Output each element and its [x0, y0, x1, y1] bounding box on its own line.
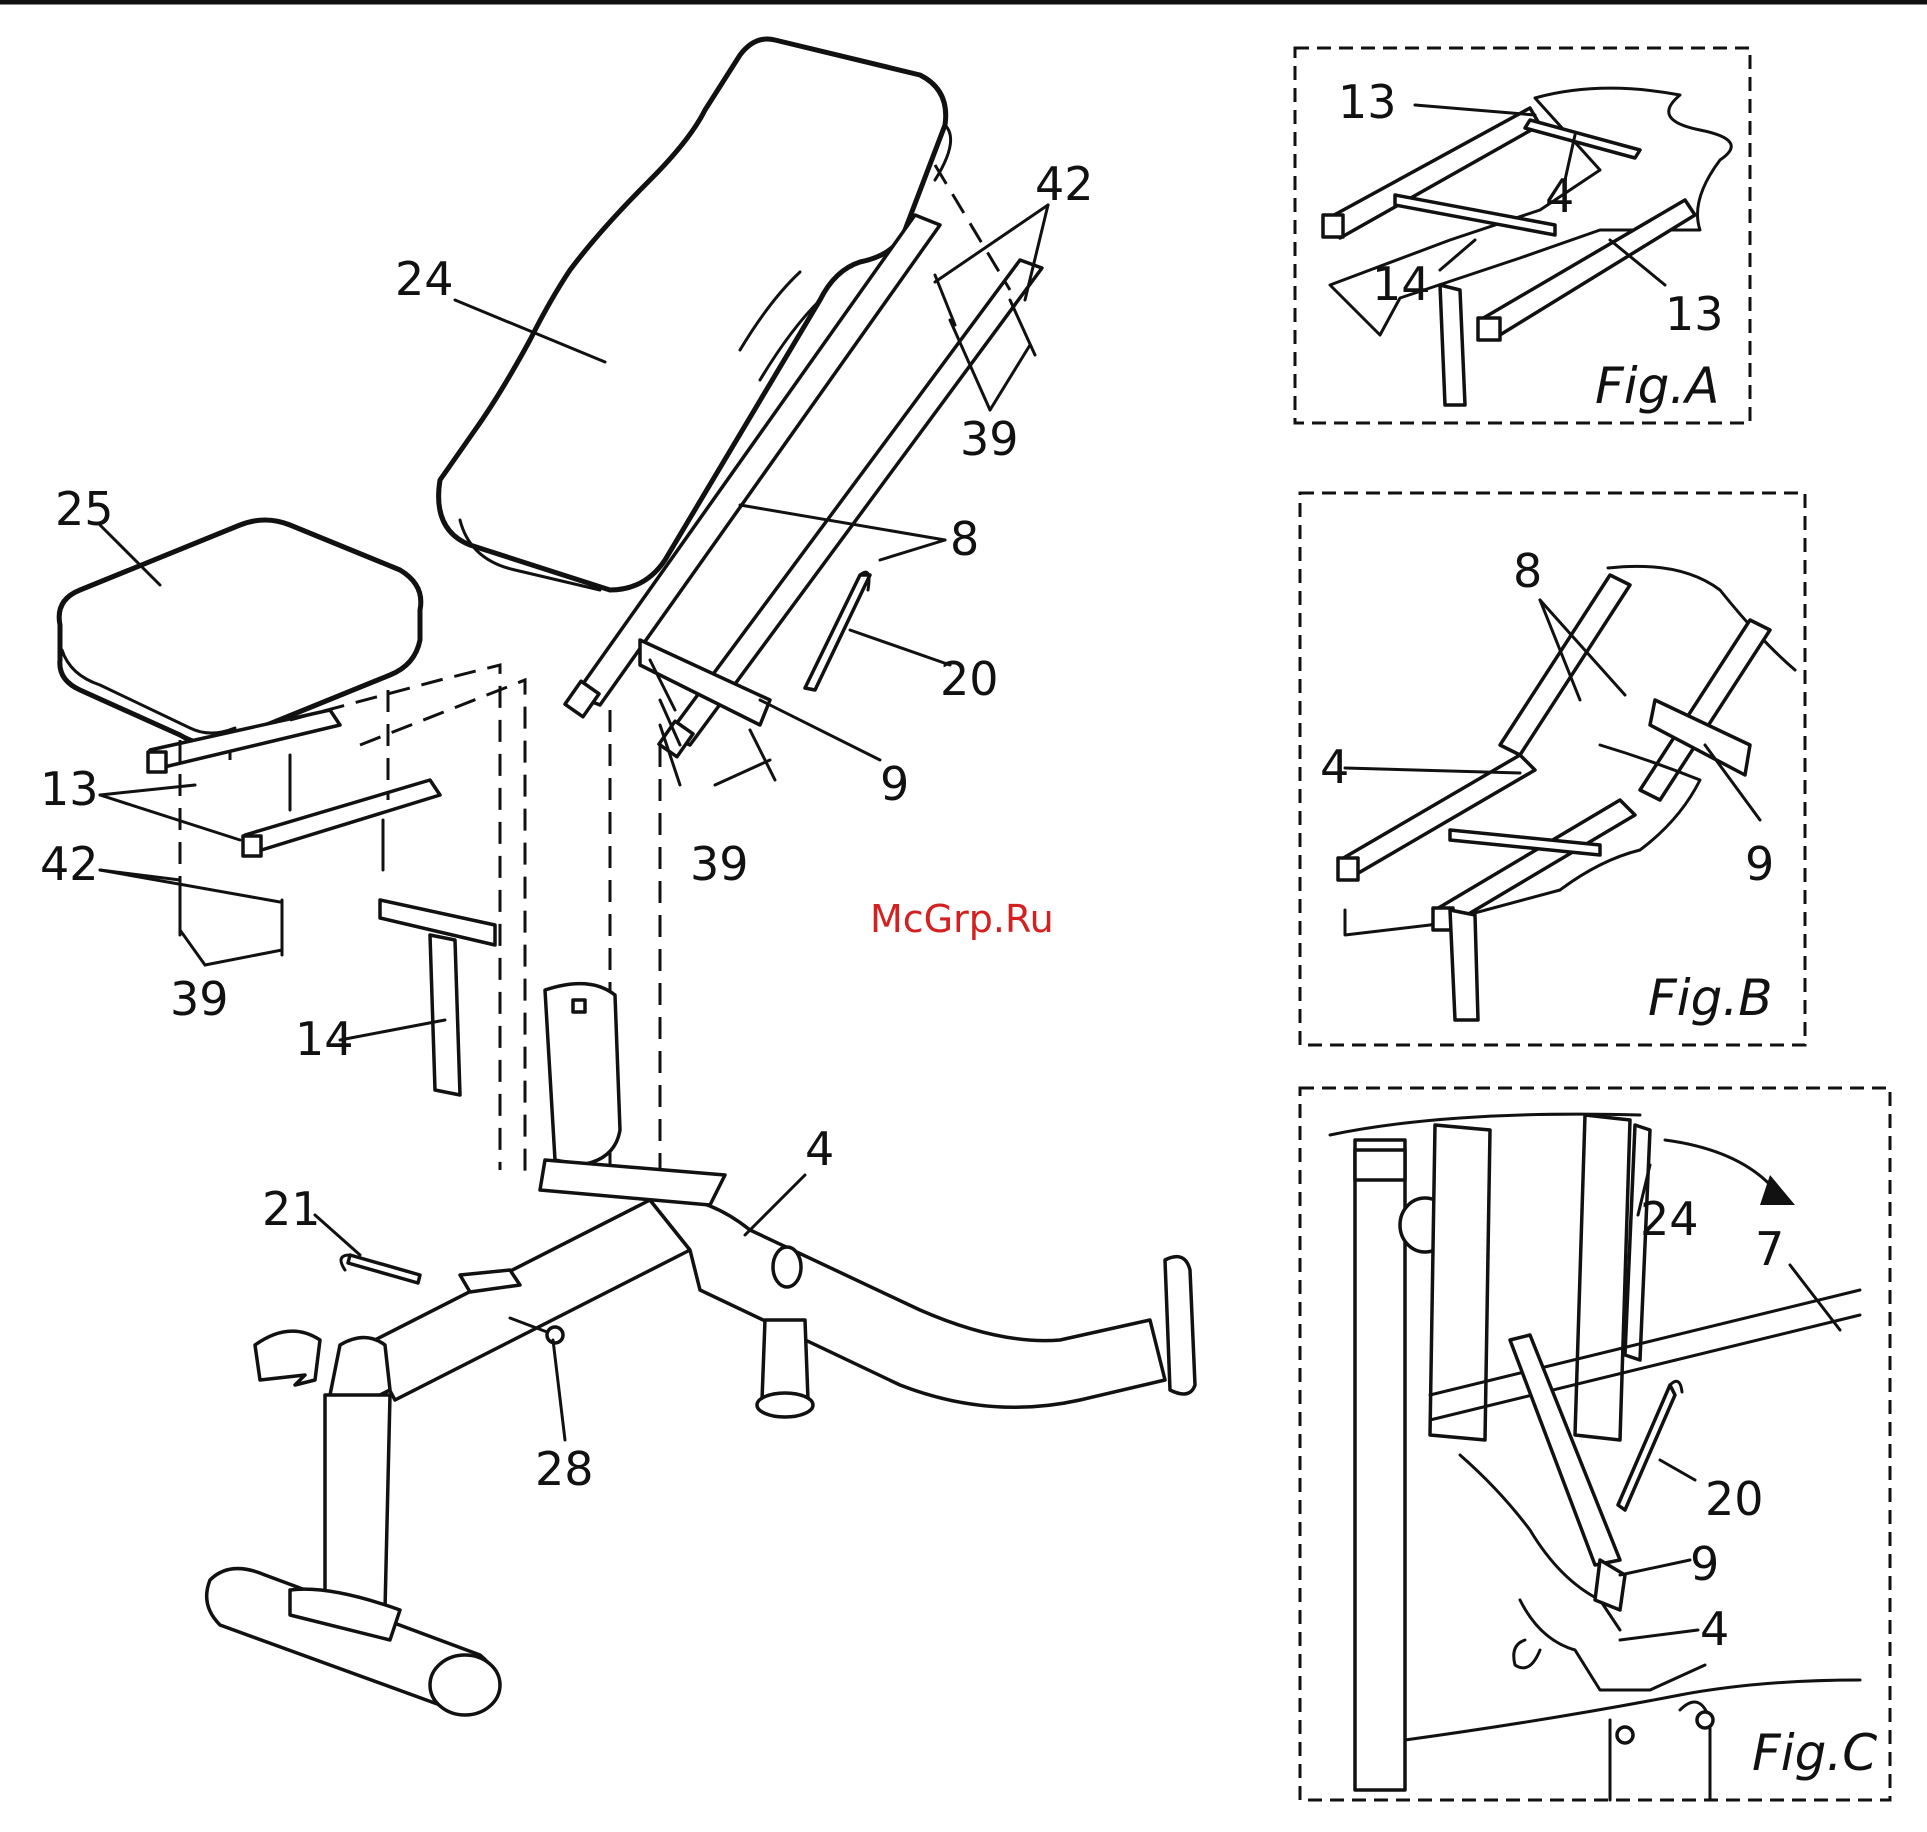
pin-20 [805, 572, 870, 690]
label-20: 20 [940, 652, 999, 706]
label-21: 21 [262, 1182, 321, 1236]
fig-a-label-13-bottom: 13 [1665, 287, 1724, 341]
label-39-seat: 39 [170, 972, 229, 1026]
label-24: 24 [395, 252, 454, 306]
label-39-backrest: 39 [690, 837, 749, 891]
label-42-top: 42 [1035, 157, 1094, 211]
fig-b-title: Fig.B [1648, 969, 1773, 1027]
fig-b-label-4: 4 [1320, 740, 1349, 794]
seat-post [380, 900, 495, 1095]
fig-a-label-13-top: 13 [1338, 75, 1397, 129]
fig-c-label-20: 20 [1705, 1472, 1764, 1526]
fig-b-label-9: 9 [1745, 837, 1774, 891]
pin-21 [341, 1255, 520, 1292]
central-upright [545, 984, 620, 1165]
screws-seat [180, 755, 383, 955]
main-exploded-view: 24 42 39 25 8 20 13 9 42 39 39 14 4 21 2… [40, 39, 1195, 1715]
fig-c-panel: 24 7 20 9 4 Fig.C [1300, 1088, 1890, 1800]
fig-a-label-4: 4 [1545, 169, 1574, 223]
label-14: 14 [295, 1012, 354, 1066]
label-9: 9 [880, 757, 909, 811]
fig-c-label-9: 9 [1690, 1537, 1719, 1591]
fig-c-label-4: 4 [1700, 1602, 1729, 1656]
label-42-seat: 42 [40, 837, 99, 891]
label-39-top: 39 [960, 412, 1019, 466]
label-13: 13 [40, 762, 99, 816]
fig-b-label-8: 8 [1513, 544, 1542, 598]
fig-a-label-14: 14 [1372, 257, 1431, 311]
label-8: 8 [950, 512, 979, 566]
label-28: 28 [535, 1442, 594, 1496]
fig-c-title: Fig.C [1752, 1724, 1877, 1782]
fig-a-panel: 13 4 14 13 Fig.A [1295, 48, 1750, 423]
label-25: 25 [55, 482, 114, 536]
fig-b-panel: 8 4 9 Fig.B [1300, 493, 1805, 1045]
watermark: McGrp.Ru [870, 897, 1054, 941]
seat-pad [59, 520, 421, 744]
label-4: 4 [805, 1122, 834, 1176]
fig-c-label-24: 24 [1640, 1192, 1699, 1246]
front-leg [207, 1331, 500, 1715]
fig-a-title: Fig.A [1595, 357, 1720, 415]
fig-c-label-7: 7 [1755, 1222, 1784, 1276]
